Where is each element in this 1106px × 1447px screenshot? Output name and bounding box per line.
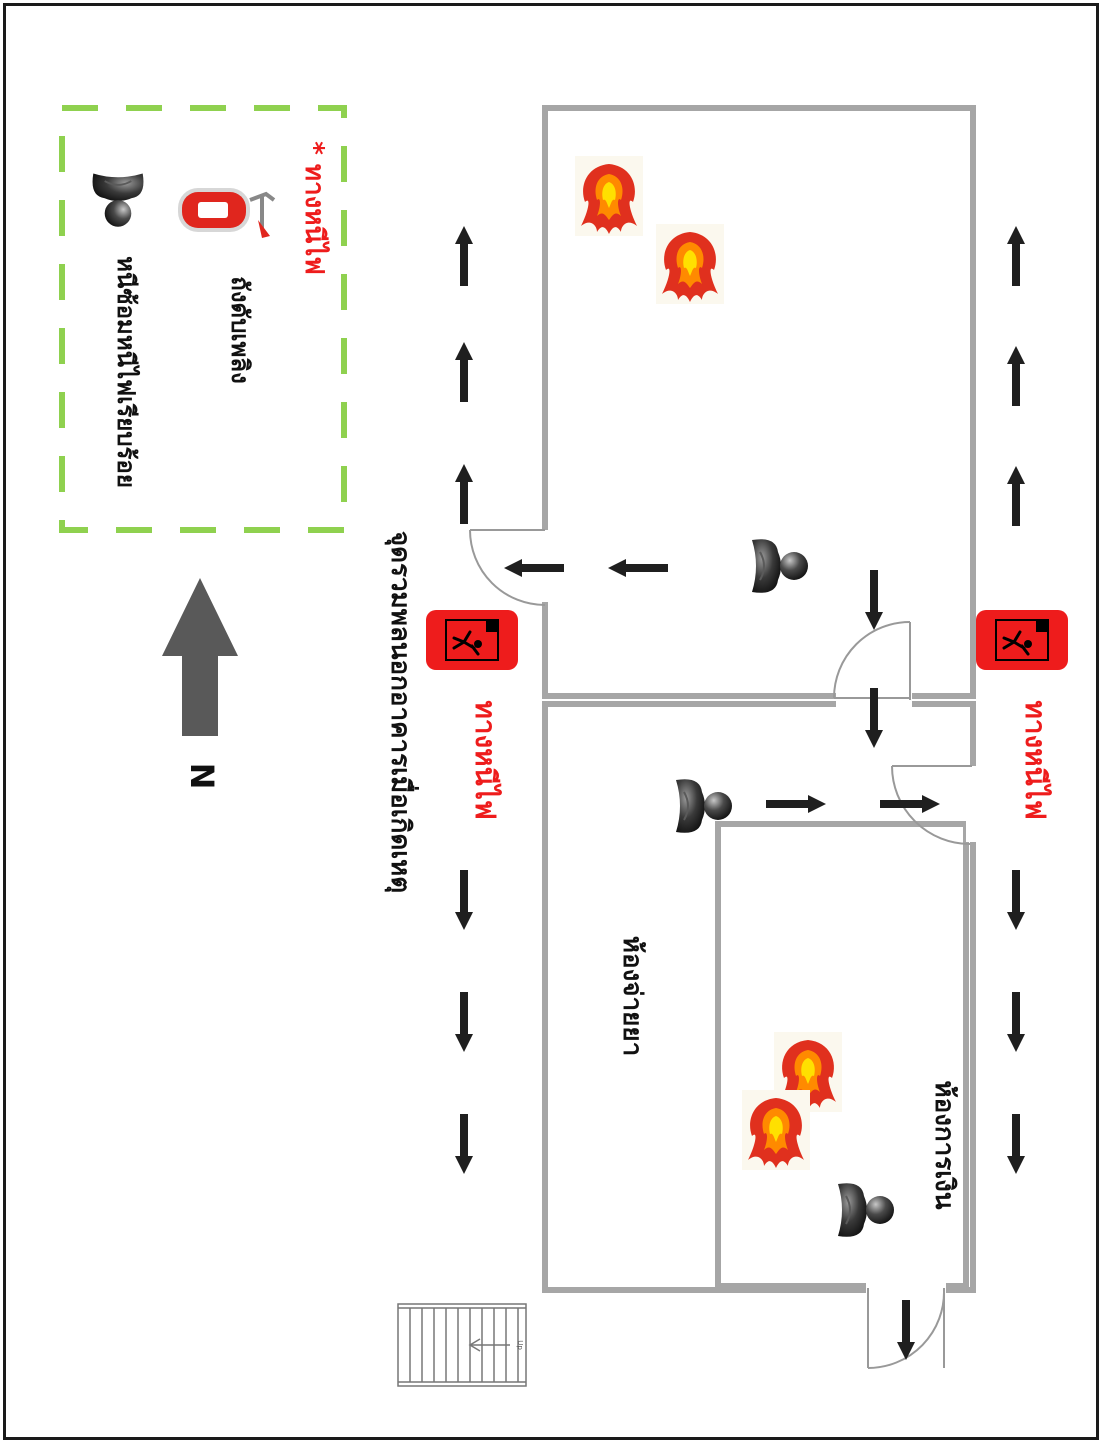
arrow-south-icon [455, 1114, 473, 1174]
north-arrow-icon [162, 578, 238, 736]
east-exit-label: ทางหนีไฟ [1019, 700, 1052, 819]
west-exit-label: ทางหนีไฟ [469, 700, 502, 819]
person-icon [751, 538, 809, 594]
stairs-label: Up [516, 1340, 524, 1350]
cashier-room-label: ห้องการเงิน [929, 1080, 959, 1209]
arrow-north-icon [455, 226, 473, 286]
page-frame [3, 3, 1099, 1440]
north-label: N [183, 763, 221, 790]
emergency-exit-icon [974, 608, 1070, 672]
legend-note-label: * ทางหนีไฟ [299, 141, 331, 274]
arrow-west-icon [608, 559, 668, 577]
fire-extinguisher-icon [178, 188, 276, 238]
arrow-south-icon [1007, 1114, 1025, 1174]
arrow-north-icon [1007, 226, 1025, 286]
person-icon [837, 1182, 895, 1238]
arrow-west-icon [504, 559, 564, 577]
fire-icon [742, 1090, 810, 1170]
arrow-north-icon [455, 464, 473, 524]
building-walls [542, 105, 976, 1293]
arrow-south-icon [1007, 992, 1025, 1052]
arrow-south-icon [865, 570, 883, 630]
arrow-south-icon [1007, 870, 1025, 930]
stairs-icon [397, 1303, 527, 1387]
arrow-north-icon [1007, 346, 1025, 406]
person-icon [91, 172, 145, 228]
legend-person-label: หนีซ้อมหนีไฟเรียบร้อย [112, 256, 141, 488]
legend: หนีซ้อมหนีไฟเรียบร้อย ถังดับเพลิง * ทางห… [59, 105, 347, 533]
doors [469, 529, 980, 1369]
arrow-south-icon [897, 1300, 915, 1360]
fire-icon [575, 156, 643, 236]
assembly-point-label: จุดรวมพลนอกอาคารเมื่อเกิดเหตุ [384, 531, 420, 893]
legend-extinguisher-label: ถังดับเพลิง [226, 276, 254, 384]
arrow-north-icon [1007, 466, 1025, 526]
emergency-exit-icon [424, 608, 520, 672]
arrow-south-icon [455, 992, 473, 1052]
arrow-east-icon [880, 795, 940, 813]
main-room-label: ห้องจ่ายยา [617, 936, 647, 1056]
arrow-north-icon [455, 342, 473, 402]
arrow-east-icon [766, 795, 826, 813]
arrow-south-icon [455, 870, 473, 930]
fire-icon [656, 224, 724, 304]
